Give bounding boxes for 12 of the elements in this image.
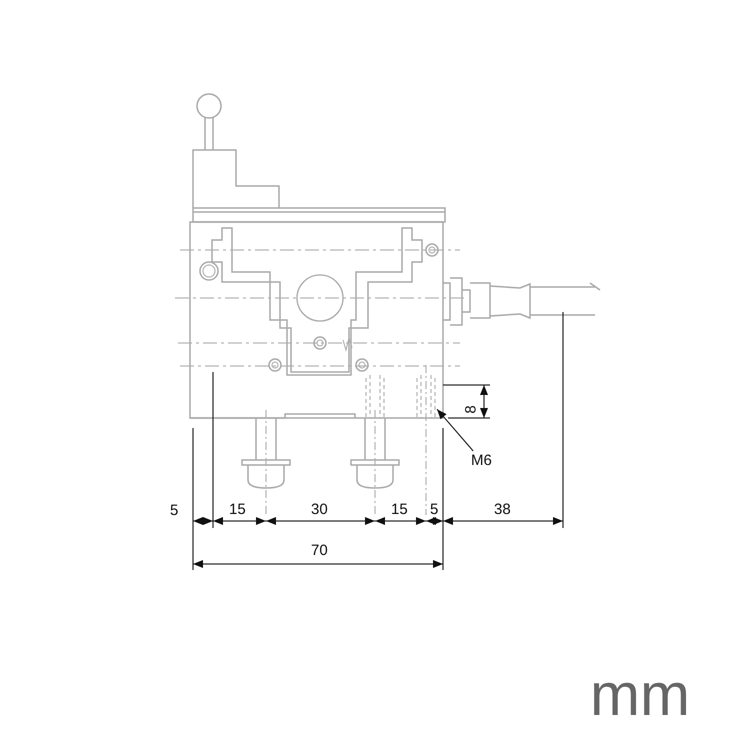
dimension-value: 15 (391, 502, 408, 517)
dimension-value: 15 (229, 502, 246, 517)
dimension-value: 38 (494, 502, 511, 517)
leader-line (436, 408, 474, 452)
dimension-value: 70 (311, 543, 328, 558)
threaded-hole (416, 374, 436, 418)
dimension-value: 5 (170, 503, 178, 518)
thread-label: M6 (471, 453, 492, 468)
unit-label: mm (590, 665, 690, 725)
dimension-value: 5 (430, 502, 438, 517)
dimension-value: 8 (464, 405, 479, 414)
dimension-value: 30 (311, 502, 328, 517)
